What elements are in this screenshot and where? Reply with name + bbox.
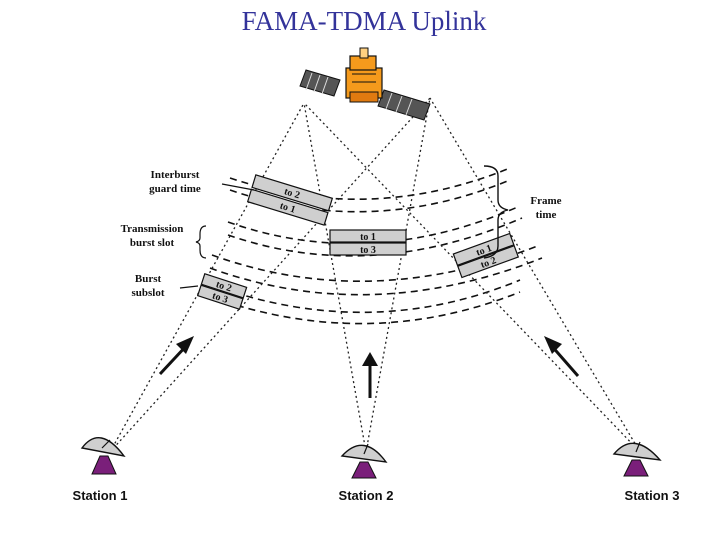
slot-right: to 1 to 2 xyxy=(452,232,520,279)
dish-antenna-icon xyxy=(612,441,662,477)
arrow-icon xyxy=(158,336,194,376)
slot-label: to 2 xyxy=(479,255,498,271)
burst-label: Burst xyxy=(135,273,162,285)
arrow-icon xyxy=(544,336,580,377)
slot-label: to 1 xyxy=(360,232,376,243)
satellite-icon xyxy=(299,47,431,121)
slot-left-bottom: to 2 to 3 xyxy=(196,273,248,311)
burst-slot-label: burst slot xyxy=(130,237,175,249)
transmission-bracket xyxy=(195,225,207,259)
page-title: FAMA-TDMA Uplink xyxy=(241,6,487,36)
slot-label: to 3 xyxy=(211,291,229,306)
frame-label: Frame xyxy=(530,195,561,207)
interburst-label: Interburst xyxy=(151,169,200,181)
station-1-label: Station 1 xyxy=(73,488,128,503)
station-3-label: Station 3 xyxy=(625,488,680,503)
slot-label: to 3 xyxy=(360,245,376,256)
slot-middle: to 1 to 3 xyxy=(329,229,407,256)
frame-time-label: time xyxy=(536,209,557,221)
slot-label: to 2 xyxy=(283,186,301,201)
transmission-label: Transmission xyxy=(121,223,184,235)
dish-antenna-icon xyxy=(340,443,388,479)
frame-bracket xyxy=(483,165,509,259)
interburst-pointer xyxy=(221,183,255,191)
arrow-icon xyxy=(362,352,378,398)
beam-lines xyxy=(109,97,641,453)
slot-label: to 1 xyxy=(278,201,296,216)
slot-label: to 2 xyxy=(214,279,232,294)
dish-antenna-icon xyxy=(80,437,126,475)
subslot-label: subslot xyxy=(131,287,164,299)
slot-left-top: to 2 to 1 xyxy=(246,174,334,226)
burst-pointer xyxy=(179,285,199,289)
slot-label: to 1 xyxy=(475,243,494,259)
station-2-label: Station 2 xyxy=(339,488,394,503)
guard-time-label: guard time xyxy=(149,183,201,195)
